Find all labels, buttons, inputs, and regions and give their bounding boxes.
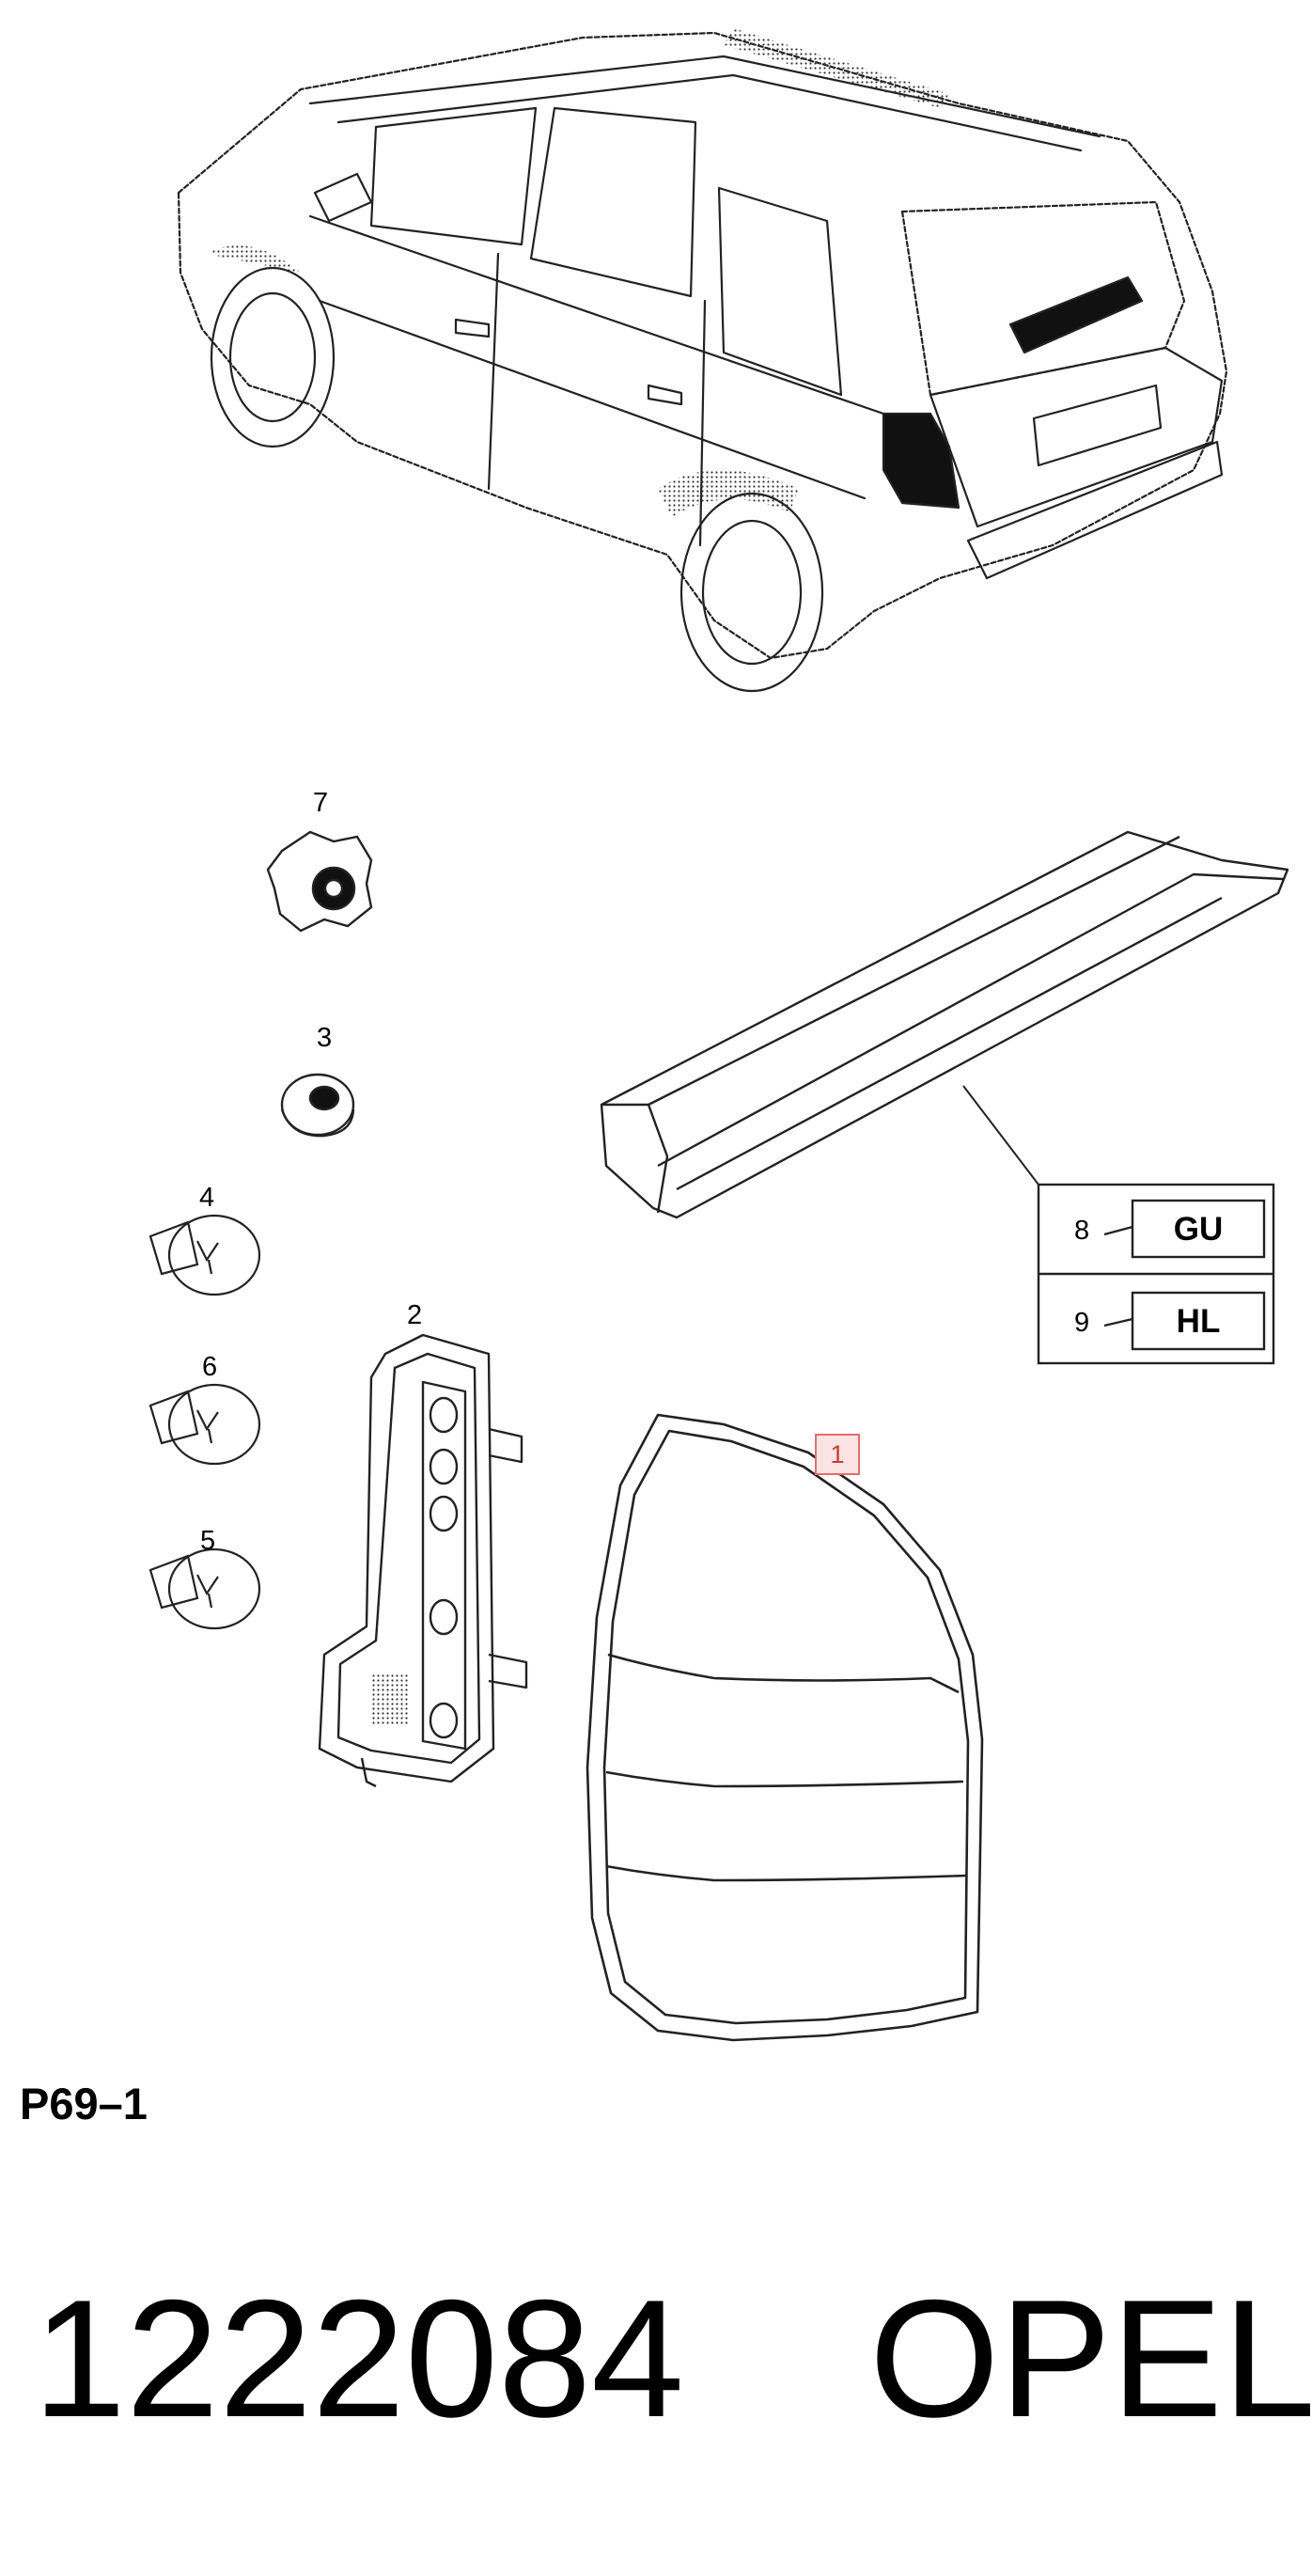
bulb-part-5 bbox=[148, 1547, 261, 1630]
callout-8: 8 bbox=[1074, 1216, 1090, 1246]
callout-4: 4 bbox=[199, 1183, 215, 1213]
callout-9: 9 bbox=[1074, 1308, 1090, 1338]
bulb-part-6 bbox=[148, 1383, 261, 1466]
part-number: 1222084 bbox=[33, 2265, 684, 2452]
bulb-holder-part-2 bbox=[318, 1333, 528, 1788]
grommet-part-3 bbox=[280, 1073, 355, 1138]
leader-line-brake-light bbox=[962, 1085, 1039, 1186]
vehicle-illustration bbox=[177, 28, 1228, 693]
callout-1-highlighted[interactable]: 1 bbox=[815, 1434, 860, 1475]
bulb-part-4 bbox=[148, 1214, 261, 1296]
brand-name: OPEL bbox=[869, 2265, 1312, 2452]
variant-legend-box bbox=[1037, 1183, 1275, 1365]
diagram-code: P69–1 bbox=[20, 2079, 148, 2128]
tail-lamp-part-1 bbox=[586, 1413, 984, 2042]
callout-6: 6 bbox=[202, 1352, 218, 1382]
callout-5: 5 bbox=[200, 1526, 216, 1556]
callout-3: 3 bbox=[317, 1023, 333, 1053]
callout-2: 2 bbox=[407, 1300, 423, 1330]
variant-gu-label: GU bbox=[1173, 1211, 1224, 1248]
variant-hl-label: HL bbox=[1176, 1303, 1221, 1340]
knob-nut-part-7 bbox=[266, 830, 373, 933]
callout-7: 7 bbox=[313, 788, 329, 818]
high-mount-brake-light bbox=[600, 830, 1289, 1219]
